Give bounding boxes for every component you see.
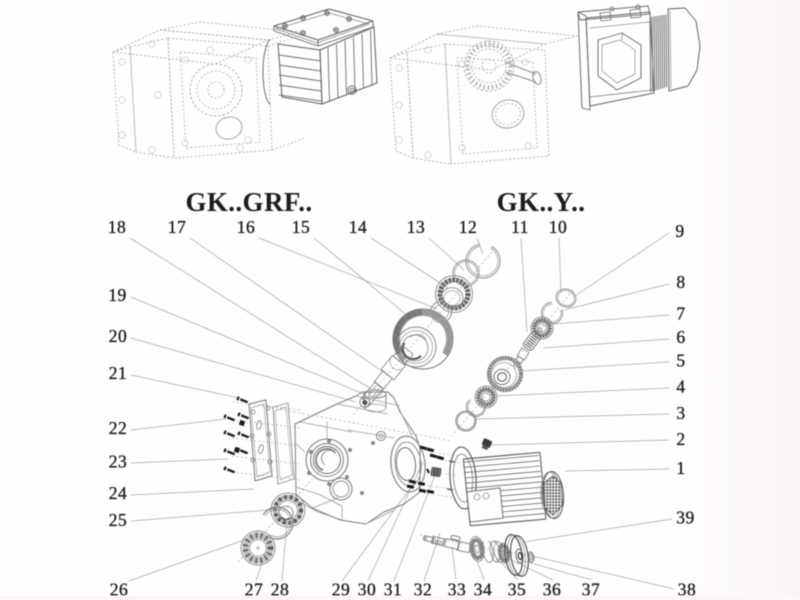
svg-text:31: 31 <box>384 580 403 600</box>
svg-text:29: 29 <box>332 580 351 600</box>
svg-text:24: 24 <box>109 483 128 503</box>
svg-text:9: 9 <box>675 221 684 241</box>
svg-text:5: 5 <box>676 351 685 371</box>
svg-text:12: 12 <box>459 217 478 237</box>
svg-text:34: 34 <box>474 580 493 600</box>
svg-text:3: 3 <box>676 403 685 423</box>
svg-text:19: 19 <box>108 285 127 305</box>
svg-text:2: 2 <box>676 429 685 449</box>
svg-text:21: 21 <box>109 363 128 383</box>
svg-text:16: 16 <box>237 217 256 237</box>
svg-text:GK..Y..: GK..Y.. <box>497 187 586 217</box>
svg-text:27: 27 <box>245 580 264 600</box>
svg-text:8: 8 <box>676 272 685 292</box>
svg-text:20: 20 <box>109 326 128 346</box>
svg-text:GK..GRF..: GK..GRF.. <box>185 187 312 217</box>
svg-text:22: 22 <box>109 418 128 438</box>
svg-text:1: 1 <box>676 458 685 478</box>
svg-text:37: 37 <box>582 580 601 600</box>
svg-text:15: 15 <box>292 217 311 237</box>
svg-text:18: 18 <box>108 217 127 237</box>
svg-text:14: 14 <box>349 217 368 237</box>
svg-text:13: 13 <box>407 217 426 237</box>
svg-text:36: 36 <box>543 580 562 600</box>
svg-text:35: 35 <box>508 580 527 600</box>
svg-text:11: 11 <box>511 217 529 237</box>
svg-text:4: 4 <box>676 377 685 397</box>
svg-text:17: 17 <box>168 217 187 237</box>
svg-text:25: 25 <box>109 510 128 530</box>
svg-text:10: 10 <box>549 217 568 237</box>
svg-text:6: 6 <box>676 327 685 347</box>
svg-text:28: 28 <box>271 580 290 600</box>
svg-text:39: 39 <box>676 508 695 528</box>
svg-text:33: 33 <box>448 580 467 600</box>
svg-text:32: 32 <box>414 580 433 600</box>
svg-text:30: 30 <box>358 580 377 600</box>
svg-text:7: 7 <box>676 304 685 324</box>
svg-text:26: 26 <box>110 580 129 600</box>
svg-text:38: 38 <box>678 580 697 600</box>
svg-text:23: 23 <box>109 452 128 472</box>
